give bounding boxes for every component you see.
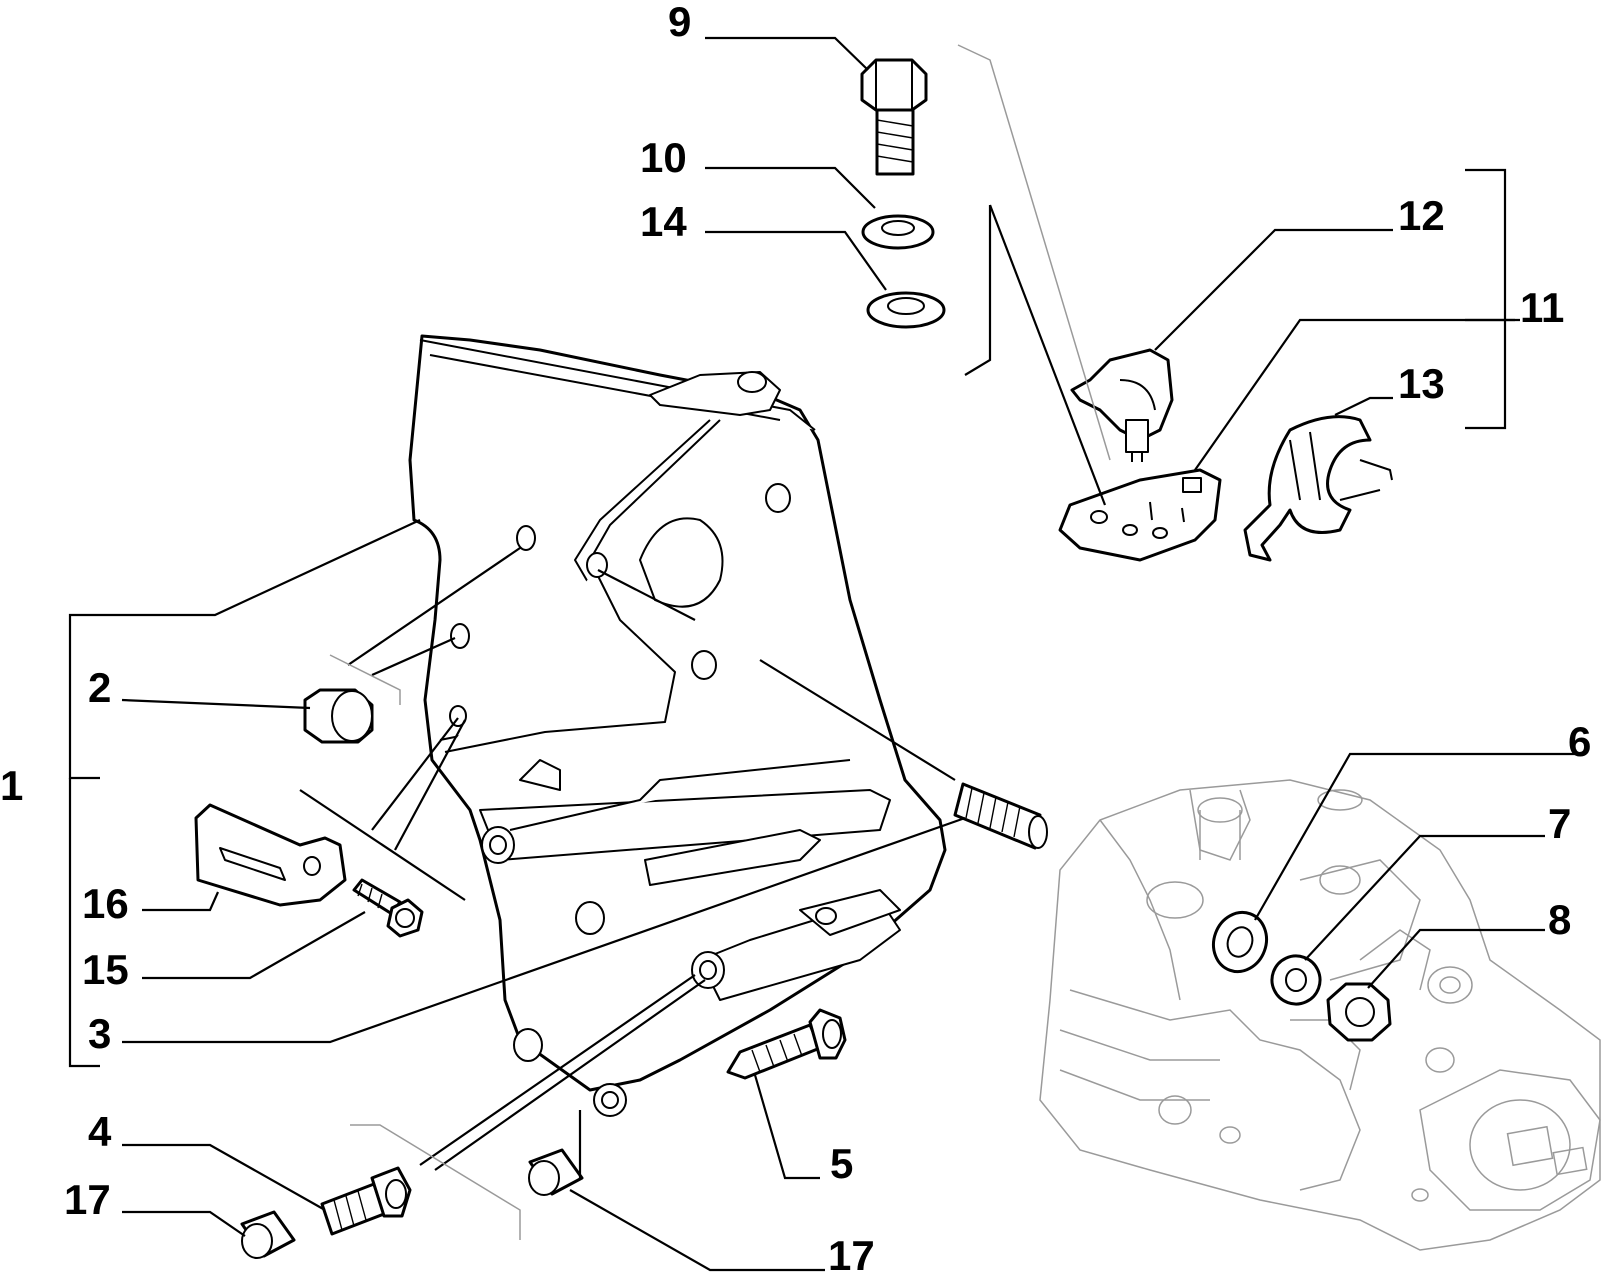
callout-4: 4 xyxy=(88,1108,112,1155)
callout-15: 15 xyxy=(82,946,129,993)
bolt-9-drawing xyxy=(860,58,928,176)
clamp-13-drawing xyxy=(1243,415,1393,562)
callout-17-bottom: 17 xyxy=(828,1232,875,1273)
callout-7: 7 xyxy=(1548,800,1571,847)
plate-11-drawing xyxy=(1058,468,1222,562)
callout-6: 6 xyxy=(1568,718,1591,765)
bushing-17-center-drawing xyxy=(528,1148,584,1196)
callout-8: 8 xyxy=(1548,896,1571,943)
bushing-17-lower-left-drawing xyxy=(240,1210,296,1259)
callout-9: 9 xyxy=(668,0,691,45)
callout-17-left: 17 xyxy=(64,1176,111,1223)
mounting-bracket-drawing xyxy=(408,334,947,1117)
screw-15-drawing xyxy=(352,878,424,938)
bolt-5-drawing xyxy=(726,1008,847,1080)
washer-14-drawing xyxy=(866,291,946,329)
gearbox-housing-drawing xyxy=(1039,779,1601,1251)
callout-11: 11 xyxy=(1520,284,1564,331)
clip-12-drawing xyxy=(1070,348,1174,462)
callout-10: 10 xyxy=(640,134,687,181)
screw-4-drawing xyxy=(320,1166,412,1236)
callout-3: 3 xyxy=(88,1010,111,1057)
callout-13: 13 xyxy=(1398,360,1445,407)
plate-16-drawing xyxy=(194,803,347,907)
washer-6-drawing xyxy=(1212,910,1268,974)
spring-washer-10-drawing xyxy=(861,214,935,250)
callout-16: 16 xyxy=(82,880,129,927)
callout-2: 2 xyxy=(88,664,111,711)
callout-5: 5 xyxy=(830,1140,853,1187)
nut-8-drawing xyxy=(1326,982,1392,1042)
callout-14: 14 xyxy=(640,198,687,245)
bushing-2-drawing xyxy=(303,688,374,744)
spring-washer-7-drawing xyxy=(1270,954,1322,1006)
callout-12: 12 xyxy=(1398,192,1445,239)
callout-1: 1 xyxy=(0,762,23,809)
leader-lines xyxy=(68,36,1585,1272)
stud-3-drawing xyxy=(953,782,1048,850)
